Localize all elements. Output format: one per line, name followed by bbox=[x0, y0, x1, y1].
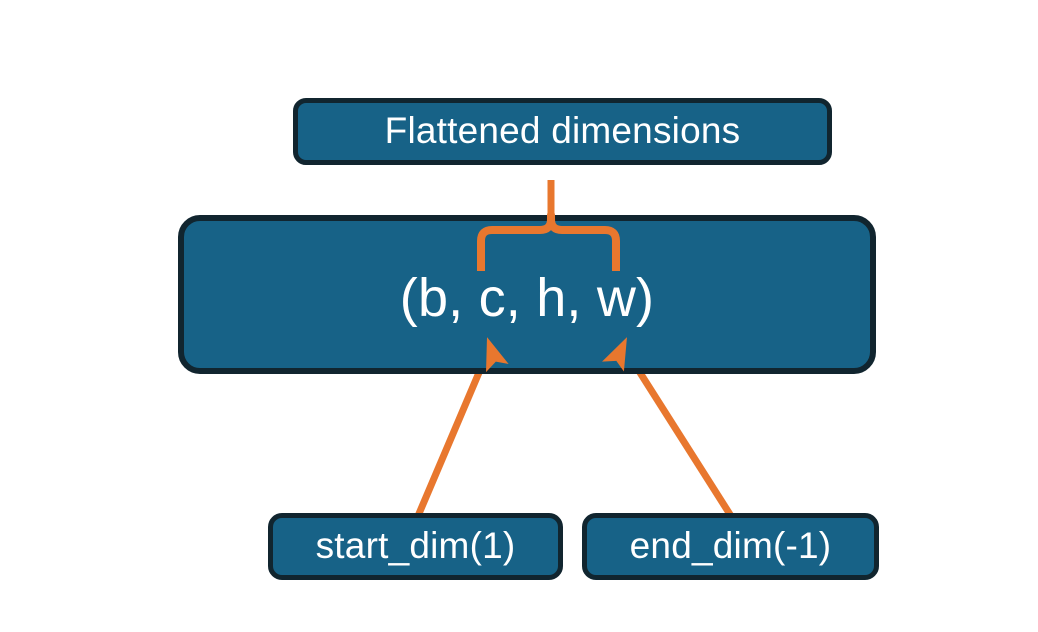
end-dim-node[interactable]: end_dim(-1) bbox=[582, 513, 879, 580]
start-dim-connector-line bbox=[414, 347, 493, 518]
tensor-shape-node[interactable]: (b, c, h, w) bbox=[178, 215, 876, 374]
tensor-shape-label: (b, c, h, w) bbox=[399, 267, 655, 328]
flattened-dimensions-label: Flattened dimensions bbox=[384, 110, 741, 152]
end-dim-label: end_dim(-1) bbox=[629, 525, 832, 567]
flattened-dimensions-node[interactable]: Flattened dimensions bbox=[293, 98, 832, 165]
start-dim-label: start_dim(1) bbox=[315, 525, 516, 567]
end-dim-connector-line bbox=[622, 347, 734, 518]
start-dim-node[interactable]: start_dim(1) bbox=[268, 513, 563, 580]
